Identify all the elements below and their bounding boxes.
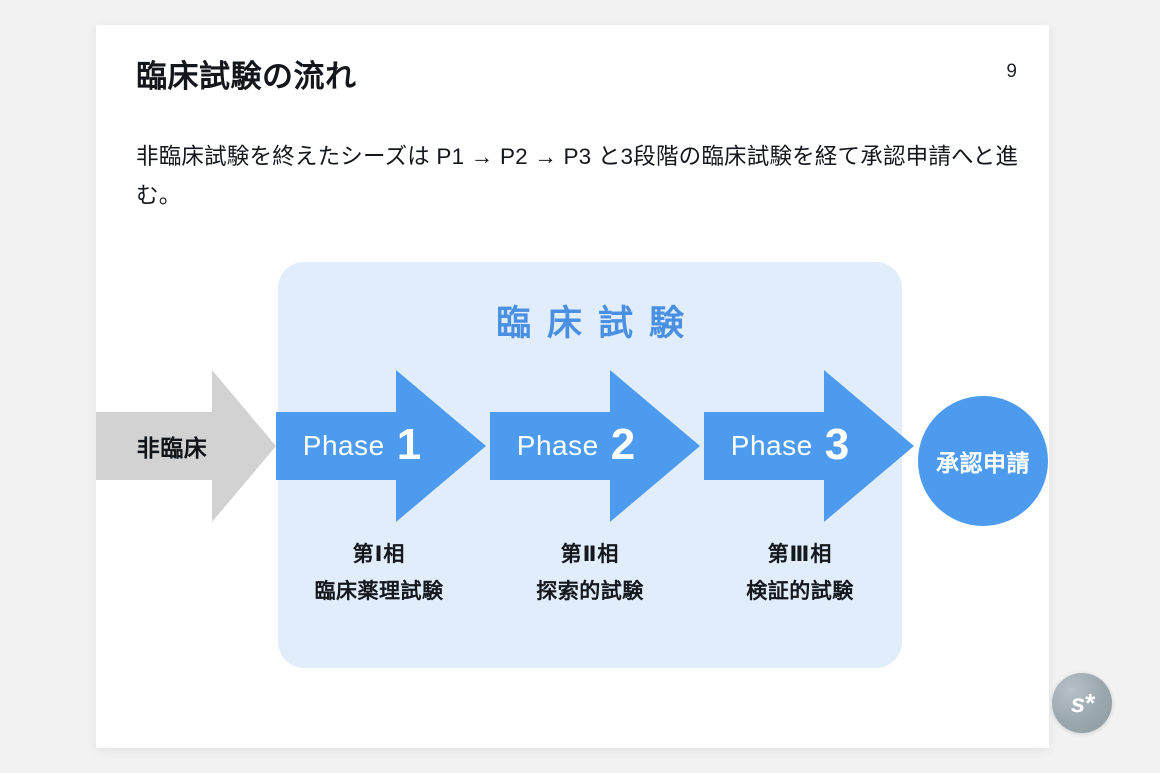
- phase-1-word: Phase: [302, 430, 385, 461]
- phase-2-arrow: Phase 2: [490, 370, 700, 522]
- phase-2-word: Phase: [516, 430, 599, 461]
- phase-2-number: 2: [610, 420, 636, 469]
- process-flow-diagram: 非臨床 Phase 1 Phase 2: [96, 25, 1049, 748]
- phase-3-word: Phase: [730, 430, 813, 461]
- phase-1-number: 1: [396, 420, 422, 469]
- phase-2-caption-line1: 第Ⅱ相: [560, 543, 620, 566]
- phase-3-number: 3: [824, 420, 850, 469]
- preclinical-label: 非臨床: [136, 435, 208, 461]
- preclinical-arrow: 非臨床: [96, 370, 276, 522]
- phase-3-arrow: Phase 3: [704, 370, 914, 522]
- phase-1-caption-line2: 臨床薬理試験: [314, 580, 444, 603]
- slide-card: 臨床試験の流れ 9 非臨床試験を終えたシーズは P1 → P2 → P3 と3段…: [96, 25, 1049, 748]
- page-title: 臨床試験の流れ: [136, 59, 357, 94]
- panel-heading: 臨床試験: [495, 304, 700, 343]
- brand-badge[interactable]: s*: [1052, 673, 1112, 733]
- slide-body-text: 非臨床試験を終えたシーズは P1 → P2 → P3 と3段階の臨床試験を経て承…: [136, 144, 1019, 209]
- phase-1-arrow: Phase 1: [276, 370, 486, 522]
- phase-1-caption: 第Ⅰ相 臨床薬理試験: [279, 538, 479, 605]
- phase-3-caption-line1: 第Ⅲ相: [767, 543, 833, 566]
- phase-3-caption-line2: 検証的試験: [746, 580, 854, 603]
- phase-1-label: Phase 1: [276, 370, 448, 522]
- phase-2-caption-line2: 探索的試験: [536, 580, 644, 603]
- approval-application-label: 承認申請: [936, 450, 1030, 476]
- phase-2-caption: 第Ⅱ相 探索的試験: [490, 538, 690, 605]
- approval-application-circle: 承認申請: [918, 396, 1048, 526]
- phase-3-caption: 第Ⅲ相 検証的試験: [700, 538, 900, 605]
- phase-2-label: Phase 2: [490, 370, 662, 522]
- phase-3-label: Phase 3: [704, 370, 876, 522]
- brand-badge-text: s*: [1070, 687, 1095, 718]
- page-number: 9: [1006, 61, 1017, 82]
- phase-1-caption-line1: 第Ⅰ相: [352, 543, 406, 566]
